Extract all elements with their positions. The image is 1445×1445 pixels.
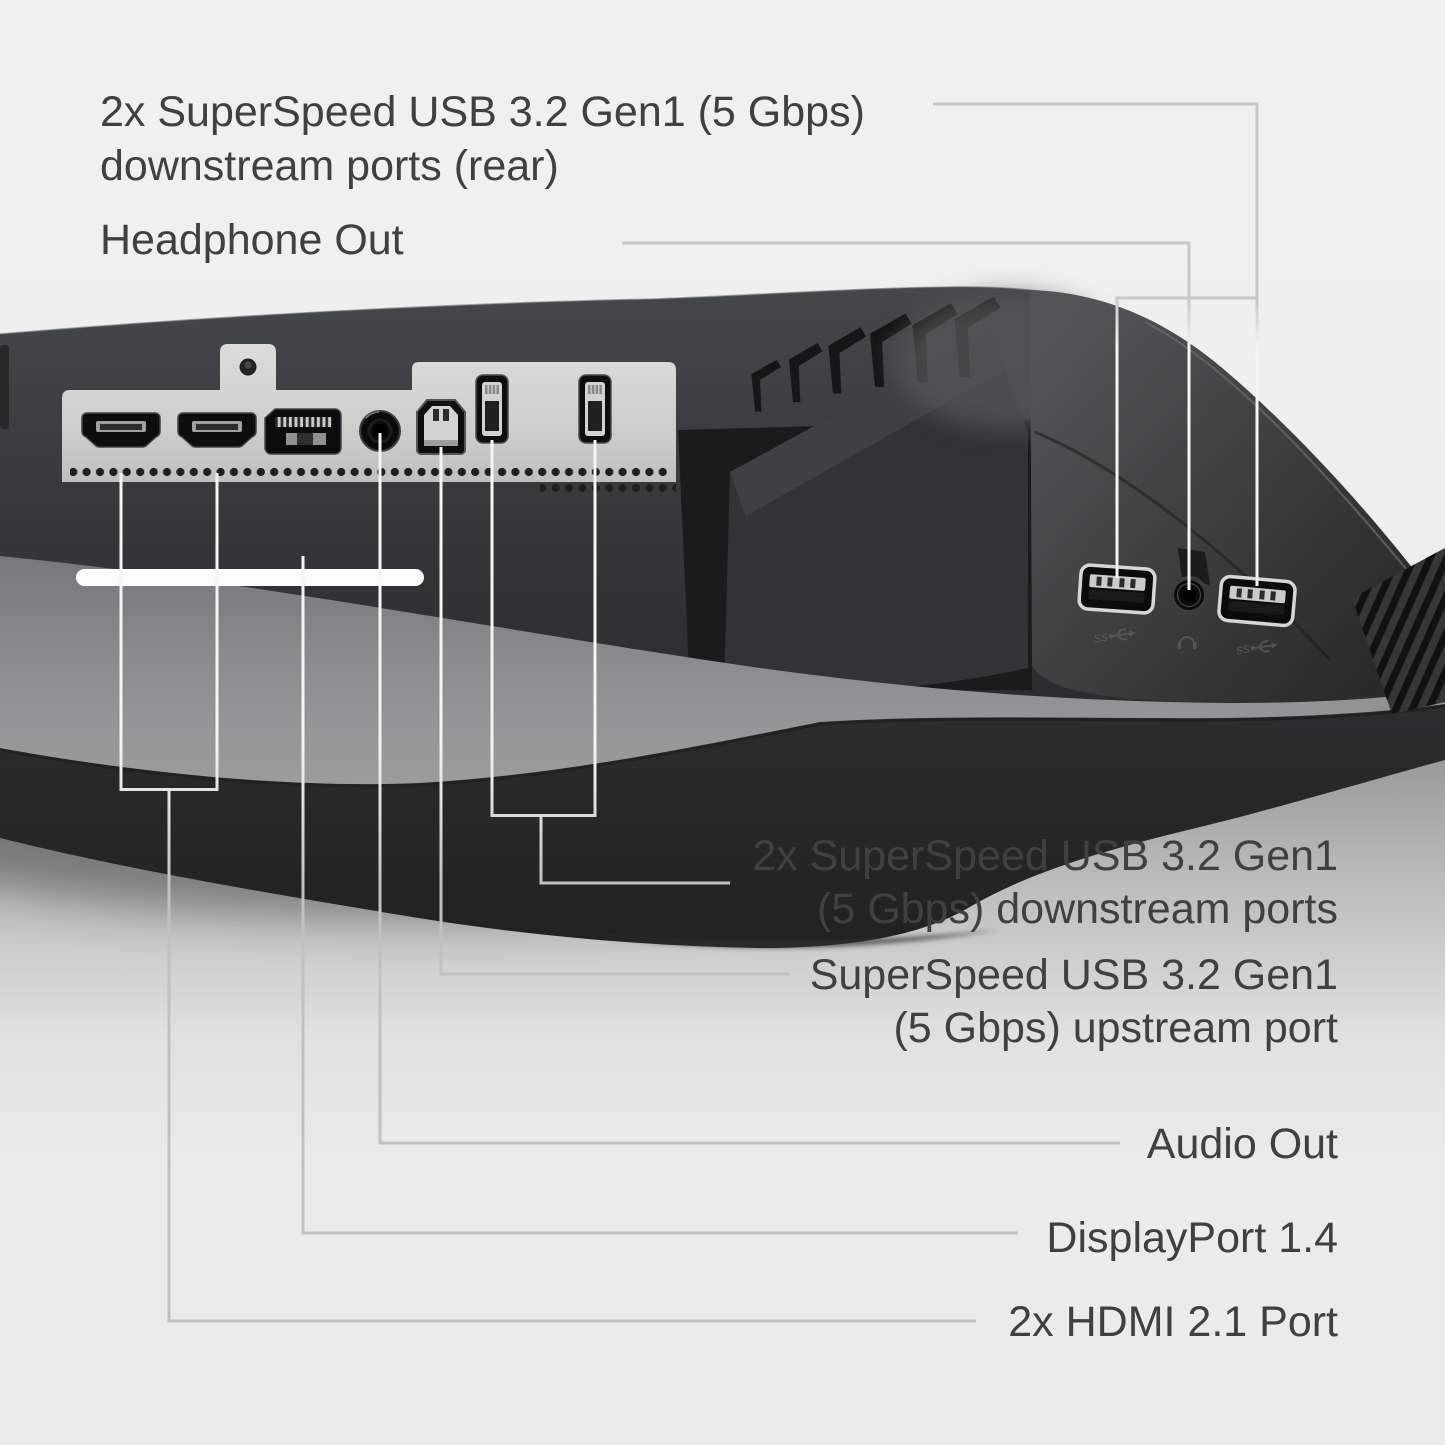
monitor-illustration: ss ss xyxy=(0,286,1445,949)
monitor-top-rim-highlight xyxy=(0,286,1146,335)
front-bezel-sliver xyxy=(580,930,1000,949)
vent-grille xyxy=(1352,548,1445,714)
label-rear-usb-line1: 2x SuperSpeed USB 3.2 Gen1 (5 Gbps) xyxy=(100,88,865,136)
callout-line-audio xyxy=(378,433,1120,1145)
callout-line-hdmi xyxy=(119,473,976,1323)
displayport-port xyxy=(264,408,342,455)
callout-lines-top-vertical xyxy=(1115,102,1259,590)
usb-a-port-1 xyxy=(475,374,509,444)
callout-line-upstream-usb xyxy=(439,447,790,976)
label-downstream-usb-line1: 2x SuperSpeed USB 3.2 Gen1 xyxy=(752,832,1338,880)
speaker-perforation-row-short xyxy=(540,479,676,493)
callout-labels: 2x SuperSpeed USB 3.2 Gen1 (5 Gbps) down… xyxy=(100,88,1338,1346)
screw-hole-inner xyxy=(244,361,252,369)
usb-a-port-2 xyxy=(578,374,612,444)
label-upstream-usb-line2: (5 Gbps) upstream port xyxy=(893,1004,1338,1052)
port-engravings: ss ss xyxy=(1093,628,1278,658)
arm-edge-highlight xyxy=(1144,321,1443,613)
right-usb-port-1 xyxy=(1077,563,1157,615)
right-usb-port-2 xyxy=(1217,574,1297,628)
port-panel xyxy=(62,344,676,493)
callout-line-downstream-usb xyxy=(490,440,730,885)
label-upstream-usb-line1: SuperSpeed USB 3.2 Gen1 xyxy=(810,951,1338,999)
hdmi-port-1 xyxy=(81,412,161,448)
superspeed-usb-icon: ss xyxy=(1093,628,1136,646)
hdmi-port-2 xyxy=(177,412,257,448)
hinge-notch xyxy=(1178,548,1210,585)
label-audio-out: Audio Out xyxy=(1147,1120,1338,1168)
callout-line-displayport xyxy=(301,556,1018,1235)
audio-jack-port xyxy=(359,410,401,452)
label-hdmi: 2x HDMI 2.1 Port xyxy=(1008,1298,1338,1346)
superspeed-usb-icon: ss xyxy=(1235,640,1278,658)
headphone-icon xyxy=(1177,636,1197,649)
callout-lines-gray xyxy=(622,102,1259,300)
monitor-underside-band xyxy=(0,556,1445,785)
quick-release-bar xyxy=(76,569,424,586)
label-rear-usb-line2: downstream ports (rear) xyxy=(100,142,559,190)
callout-lines-bottom xyxy=(119,433,1120,1323)
label-headphone-out: Headphone Out xyxy=(100,216,404,264)
label-downstream-usb-line2: (5 Gbps) downstream ports xyxy=(817,885,1338,933)
svg-text:ss: ss xyxy=(1235,640,1251,658)
right-port-group: ss ss xyxy=(1077,563,1297,658)
label-displayport: DisplayPort 1.4 xyxy=(1046,1214,1338,1262)
left-edge-notch xyxy=(0,345,9,429)
stand-wedge xyxy=(724,330,1028,694)
callout-lines xyxy=(119,102,1259,1323)
underside-crease xyxy=(0,704,1445,788)
svg-text:ss: ss xyxy=(1093,628,1109,646)
usb-b-port xyxy=(416,399,466,455)
speaker-perforation-row xyxy=(70,462,672,479)
